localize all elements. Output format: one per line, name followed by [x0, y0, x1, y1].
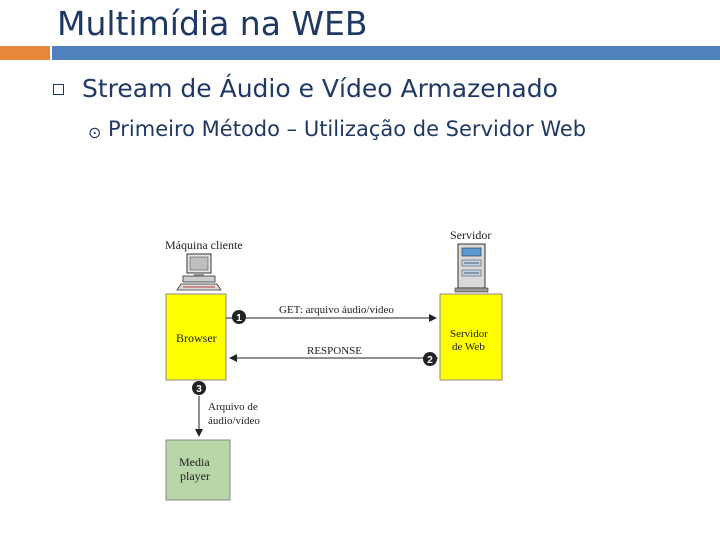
file-label-line2: áudio/vídeo [208, 415, 260, 427]
slide-title: Multimídia na WEB [57, 4, 368, 43]
title-underline [50, 46, 720, 60]
svg-text:3: 3 [196, 384, 202, 395]
web-server-label-line1: Servidor [450, 328, 488, 340]
title-accent-bar [0, 46, 50, 60]
web-server-label-line2: de Web [452, 341, 485, 353]
web-server-box [439, 293, 503, 381]
computer-icon [176, 253, 222, 291]
server-icon [454, 243, 489, 293]
player-label-line2: player [180, 469, 210, 483]
file-label-line1: Arquivo de [208, 401, 258, 413]
step-2-marker: 2 [423, 352, 437, 366]
server-label: Servidor [450, 228, 491, 242]
response-label: RESPONSE [307, 345, 362, 357]
browser-label: Browser [176, 331, 217, 345]
bullet-level2: Primeiro Método – Utilização de Servidor… [108, 117, 587, 141]
player-label-line1: Media [179, 455, 210, 469]
square-bullet-icon [53, 84, 64, 95]
media-player-box [165, 439, 231, 501]
step-1-marker: 1 [232, 310, 246, 324]
svg-text:1: 1 [236, 313, 242, 324]
svg-text:2: 2 [427, 355, 433, 366]
bullet-level1: Stream de Áudio e Vídeo Armazenado [82, 74, 558, 103]
step-3-marker: 3 [192, 381, 206, 395]
request-label: GET: arquivo áudio/vídeo [279, 304, 394, 316]
circle-bullet-icon: ⊙ [88, 125, 102, 142]
client-machine-label: Máquina cliente [165, 238, 243, 252]
browser-box [165, 293, 227, 381]
